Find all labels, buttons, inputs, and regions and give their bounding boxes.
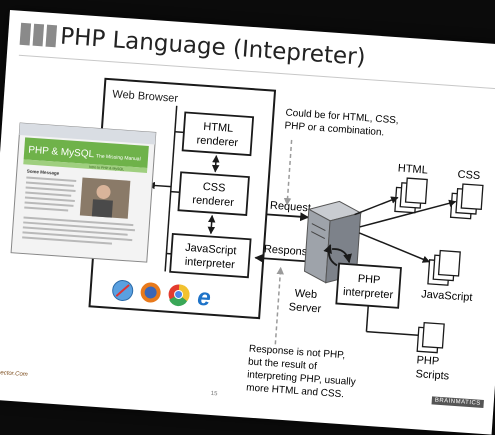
stage: PHP Language (Intepreter) Web Browser HT…	[0, 0, 495, 417]
php-scripts-line2: Scripts	[415, 368, 450, 382]
css-renderer-line1: CSS	[202, 181, 225, 195]
php-scripts-icon	[417, 322, 444, 353]
html-renderer-line1: HTML	[203, 121, 234, 135]
chrome-center	[174, 290, 183, 299]
php-scripts-link-vert	[366, 306, 368, 332]
architecture-diagram: Web Browser HTML renderer CSS renderer J…	[0, 10, 495, 435]
css-js-arrow	[211, 216, 212, 234]
css-files-label: CSS	[457, 169, 480, 183]
note-bottom-pointer	[275, 268, 280, 345]
html-files-icon	[395, 177, 427, 213]
js-files-label: JavaScript	[421, 288, 473, 304]
php-interpreter-line1: PHP	[357, 273, 380, 287]
photo-body	[92, 199, 113, 217]
browser-icons: e	[112, 278, 212, 312]
stub-html	[175, 132, 184, 133]
web-server-line1: Web	[294, 288, 317, 302]
slide: PHP Language (Intepreter) Web Browser HT…	[0, 10, 495, 435]
js-files-icon	[428, 250, 460, 286]
php-scripts-line1: PHP	[416, 354, 439, 368]
html-css-arrow	[215, 156, 216, 172]
ie-icon: e	[196, 284, 211, 312]
web-server-line2: Server	[288, 301, 321, 315]
stub-css	[171, 192, 180, 193]
page-number: 15	[210, 391, 217, 397]
note-top-pointer	[287, 140, 292, 205]
request-label: Request	[270, 200, 312, 215]
php-scripts-link-horiz	[366, 332, 418, 336]
html-files-label: HTML	[397, 162, 428, 176]
request-arrow	[266, 214, 308, 217]
browser-screenshot: PHP & MySQL The Missing Manual Intro to …	[11, 123, 156, 262]
web-browser-label: Web Browser	[112, 88, 179, 105]
server-js-link	[358, 233, 431, 262]
